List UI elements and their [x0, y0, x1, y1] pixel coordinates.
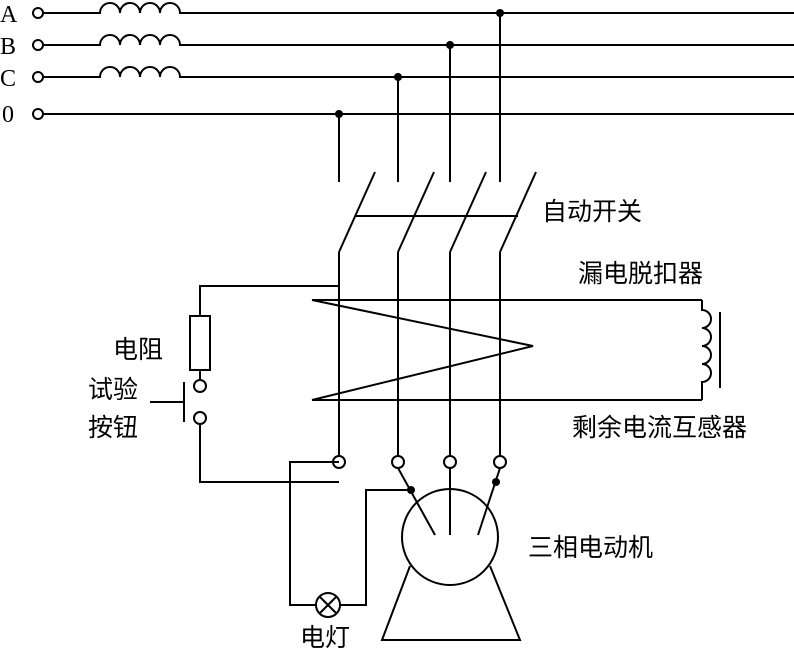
junction-dots [335, 9, 504, 494]
auto-switch [338, 171, 537, 253]
lamp-label: 电灯 [300, 624, 350, 652]
test-button-label-2: 按钮 [88, 414, 138, 442]
residual-current-transformer [311, 299, 702, 401]
test-button-label-1: 试验 [88, 376, 138, 404]
motor-base [380, 565, 522, 641]
test-circuit-wires [199, 285, 339, 483]
resistor-label: 电阻 [113, 336, 163, 364]
supply-line-b [43, 34, 794, 46]
motor-leads [397, 467, 501, 536]
ct-label: 剩余电流互感器 [572, 414, 747, 442]
trip-unit-coil [701, 300, 721, 400]
auto-switch-label: 自动开关 [542, 198, 642, 226]
supply-line-c [43, 66, 794, 78]
line-label-c: C [0, 66, 16, 92]
line-label-b: B [0, 34, 16, 60]
line-label-a: A [0, 2, 18, 28]
switch-feed-wires [338, 13, 501, 182]
motor-label: 三相电动机 [528, 534, 653, 562]
line-label-n: 0 [2, 102, 14, 128]
supply-line-a [43, 2, 794, 14]
output-terminals [332, 455, 507, 469]
test-button [150, 379, 207, 425]
lamp-circuit-wires [289, 461, 411, 606]
supply-terminals [32, 7, 44, 120]
three-phase-motor [401, 488, 499, 586]
phase-conductors [338, 252, 501, 456]
lamp-icon [315, 592, 341, 618]
trip-unit-label: 漏电脱扣器 [578, 260, 703, 288]
resistor [189, 315, 211, 371]
